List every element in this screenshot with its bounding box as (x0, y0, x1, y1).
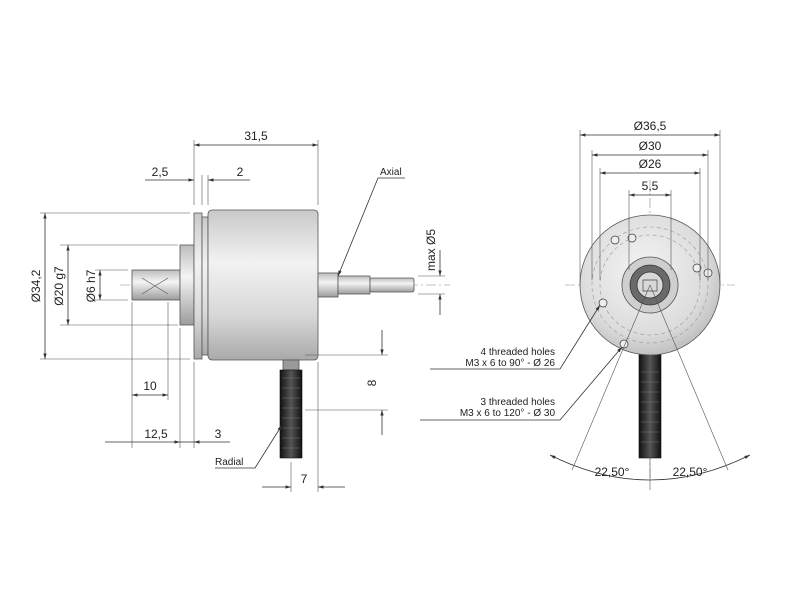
radial-cable-ribs (282, 377, 300, 449)
holes-120-title: 3 threaded holes (480, 397, 555, 408)
bolt-circle-26 (599, 234, 701, 336)
axial-cable-gland (337, 275, 371, 295)
dim-flat: 5,5 (642, 179, 659, 193)
side-view: 31,5 2,5 2 Ø34,2 Ø20 g7 Ø6 h7 10 12,5 3 … (29, 129, 450, 492)
holes-90-leader (430, 304, 601, 370)
dim-axial-cable-diameter: max Ø5 (424, 229, 438, 271)
dim-overall-length: 31,5 (244, 129, 268, 143)
holes-90-spec: M3 x 6 to 90° - Ø 26 (465, 358, 555, 369)
dim-outer-diameter: Ø36,5 (634, 119, 667, 133)
dim-pilot-length: 3 (215, 427, 222, 441)
axial-leader (337, 177, 405, 277)
front-shaft (131, 269, 181, 301)
bolt-circle-30 (591, 226, 709, 344)
dim-shaft-diameter: Ø6 h7 (84, 269, 98, 302)
dim-body-diameter: Ø34,2 (29, 269, 43, 302)
radial-leader (215, 424, 283, 469)
dim-shaft-flat: 10 (143, 379, 157, 393)
dim-pilot-diameter: Ø20 g7 (52, 266, 66, 306)
encoder-body (207, 209, 319, 361)
radial-cable (279, 369, 303, 459)
pilot-spigot (179, 244, 195, 326)
flange-step (201, 216, 209, 356)
dim-bolt-circle-30: Ø30 (639, 139, 662, 153)
radial-gland (282, 359, 300, 371)
threaded-holes-90 (598, 233, 702, 308)
shaft-flat-marker (141, 277, 169, 295)
front-view: Ø36,5 Ø30 Ø26 5,5 22,50° 22,50° 4 thread… (420, 119, 751, 490)
angle-right-label: 22,50° (673, 465, 708, 479)
dim-cable-height: 8 (365, 379, 379, 386)
dim-cable-offset: 7 (301, 472, 308, 486)
label-radial: Radial (215, 457, 243, 468)
label-axial: Axial (380, 167, 402, 178)
holes-90-title: 4 threaded holes (480, 347, 555, 358)
dim-bolt-circle-26: Ø26 (639, 157, 662, 171)
dim-spigot-thickness: 2 (237, 165, 244, 179)
dim-flange-thickness: 2,5 (152, 165, 169, 179)
flange (193, 212, 203, 360)
dim-shaft-length: 12,5 (144, 427, 168, 441)
rear-boss (317, 272, 339, 298)
angle-left-label: 22,50° (595, 465, 630, 479)
holes-120-spec: M3 x 6 to 120° - Ø 30 (460, 408, 556, 419)
axial-cable (369, 277, 415, 293)
holes-120-leader (420, 346, 623, 421)
